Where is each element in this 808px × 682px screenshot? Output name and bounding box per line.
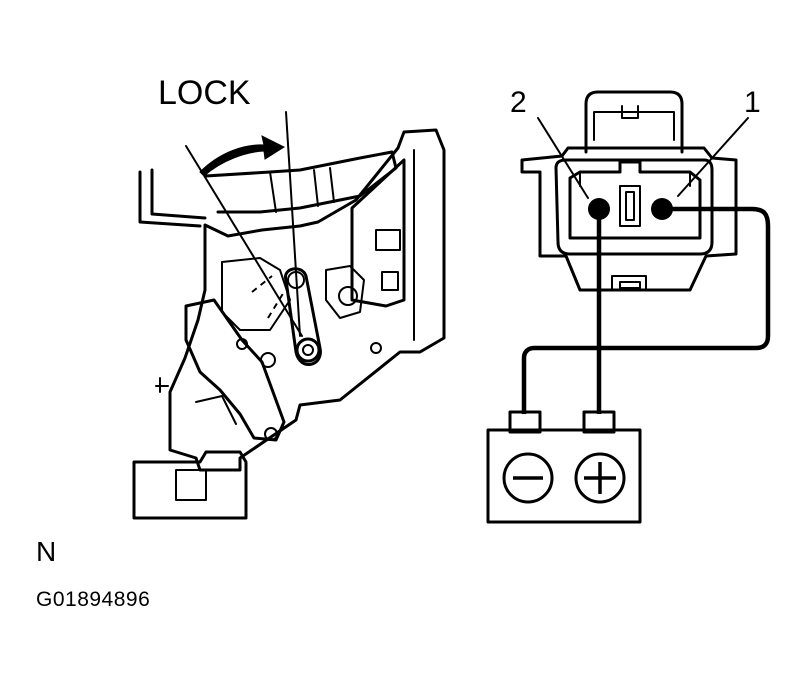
battery	[486, 410, 642, 524]
pin-1-leader	[677, 117, 749, 197]
view-letter: N	[36, 536, 57, 567]
figure-id: G01894896	[36, 588, 151, 611]
pin-2-leader	[537, 117, 589, 199]
battery-negative-terminal	[502, 452, 554, 504]
connector	[520, 90, 738, 292]
plus-icon	[584, 462, 616, 494]
wire-pin-1-to-negative	[521, 206, 771, 414]
pin-1-label: 1	[744, 86, 761, 119]
lock-label: LOCK	[158, 74, 251, 112]
pin-2-label: 2	[510, 86, 527, 119]
lock-arrow-icon	[199, 135, 286, 177]
battery-positive-terminal	[574, 452, 626, 504]
lock-indicator	[185, 111, 303, 337]
actuator-assembly	[132, 128, 446, 520]
